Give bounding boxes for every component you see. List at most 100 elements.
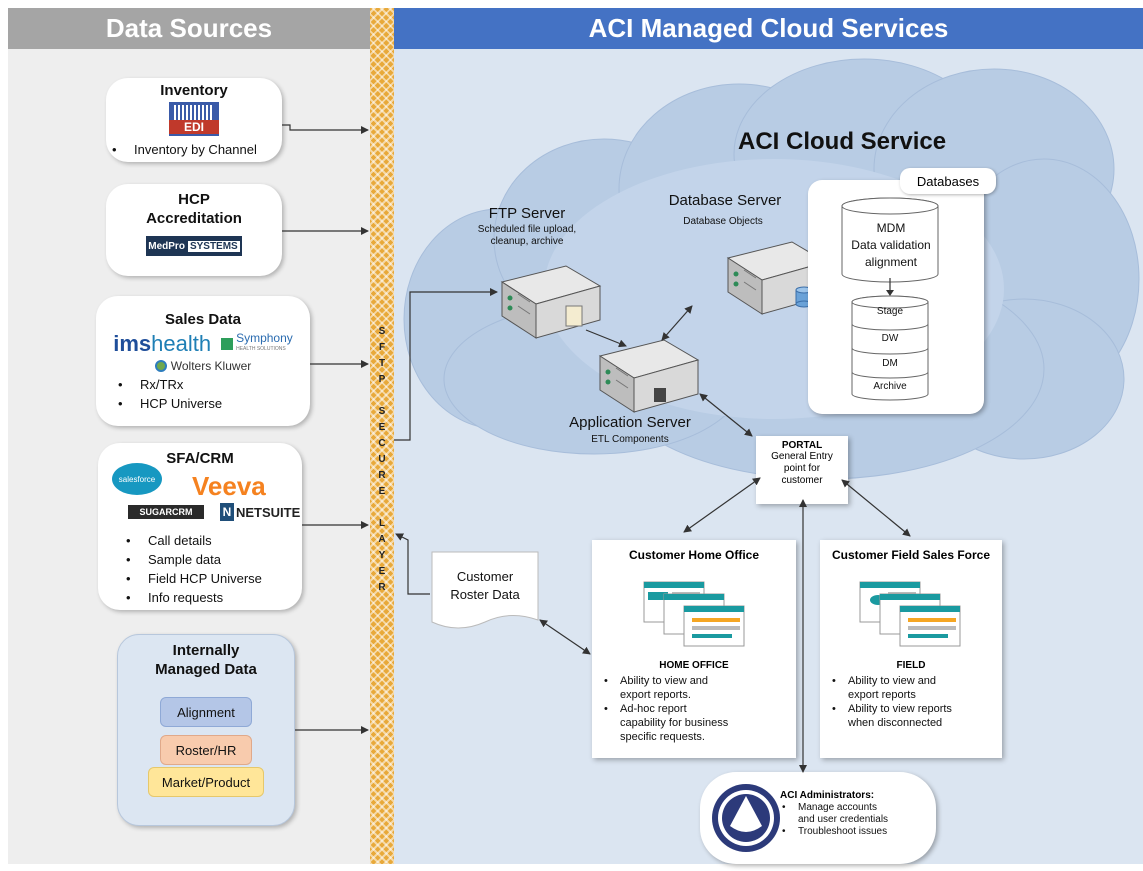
sftp-letter: S (378, 406, 386, 417)
sfa-bullet-2: Sample data (148, 552, 221, 567)
home-bullet-2c: specific requests. (620, 731, 705, 743)
databases-stack (841, 197, 939, 401)
sftp-letter: E (378, 422, 386, 433)
sales-bullet-1: Rx/TRx (140, 377, 184, 392)
sftp-letter: F (378, 342, 386, 353)
sfa-bullet-4: Info requests (148, 590, 224, 605)
sfa-bullet-1: Call details (148, 533, 212, 548)
sftp-letter: L (378, 518, 386, 529)
data-sources-header: Data Sources (8, 8, 370, 49)
ftp-desc-line1: Scheduled file upload, (477, 224, 577, 235)
dashboard-screenshot-icon (643, 581, 745, 647)
portal-line1: General Entry (771, 451, 833, 462)
sftp-letter: R (378, 582, 386, 593)
ftp-server-icon (500, 265, 602, 339)
home-bullet-1b: export reports. (620, 689, 691, 701)
field-bullet-1b: export reports (848, 689, 916, 701)
portal-line2: point for (783, 463, 821, 474)
portal-title: PORTAL (781, 440, 823, 451)
mdm-line3: alignment (864, 255, 918, 269)
roster-line2: Roster Data (450, 587, 520, 602)
sales-bullet-2: HCP Universe (140, 396, 223, 411)
sftp-letter: Y (378, 550, 386, 561)
database-server-desc: Database Objects (683, 216, 763, 227)
dashboard-screenshot-icon-field (859, 581, 961, 647)
db-layer-dw: DW (881, 333, 899, 344)
internally-managed-card: Internally Managed Data Alignment Roster… (117, 634, 295, 826)
application-server-icon (598, 339, 700, 413)
sftp-letter: A (378, 534, 386, 545)
sftp-letter: E (378, 486, 386, 497)
ftp-server-title: FTP Server (488, 205, 566, 222)
sftp-letter: T (378, 358, 386, 369)
sftp-letter: P (378, 374, 386, 385)
sftp-letter: E (378, 566, 386, 577)
sftp-letter: S (378, 326, 386, 337)
home-office-title: Customer Home Office (628, 548, 760, 562)
application-server-title: Application Server (569, 414, 691, 431)
internal-title-line2: Managed Data (155, 661, 257, 678)
admin-bullet-1a: Manage accounts (798, 802, 877, 813)
field-sales-box: Customer Field Sales Force FIELD •Abilit… (820, 540, 1002, 758)
portal-line3: customer (781, 475, 823, 486)
db-layer-dm: DM (882, 358, 898, 369)
home-bullet-2a: Ad-hoc report (620, 703, 687, 715)
field-bullet-2b: when disconnected (848, 717, 943, 729)
customer-roster-document (431, 551, 539, 629)
symphony-sub: HEALTH SOLUTIONS (236, 346, 286, 352)
ims-logo-b: health (151, 331, 212, 356)
home-bullet-1a: Ability to view and (620, 675, 709, 687)
sfa-bullet-3: Field HCP Universe (148, 571, 262, 586)
home-bullet-2b: capability for business (620, 717, 729, 729)
cloud-service-title: ACI Cloud Service (738, 128, 947, 155)
mdm-text: MDM Data validation alignment (842, 220, 940, 271)
sftp-letter: C (378, 438, 386, 449)
medpro-logo-text: MedPro (148, 240, 185, 252)
home-office-box: Customer Home Office HOME OFFICE •Abilit… (592, 540, 796, 758)
internal-title-line1: Internally (172, 642, 240, 659)
ftp-server-desc: Scheduled file upload, cleanup, archive (468, 224, 586, 248)
mdm-line1: MDM (876, 221, 906, 235)
admin-bullet-1b: and user credentials (798, 814, 889, 825)
cloud-services-header: ACI Managed Cloud Services (394, 8, 1143, 49)
wolters-kluwer-logo: Wolters Kluwer (170, 359, 252, 373)
ims-logo-a: ims (113, 331, 152, 356)
sales-title: Sales Data (165, 311, 241, 328)
roster-hr-pill: Roster/HR (160, 735, 252, 765)
portal-box: PORTAL General Entry point for customer (756, 436, 848, 504)
wolters-kluwer-icon (154, 360, 167, 372)
hcp-title-line1: HCP (178, 191, 210, 208)
db-layer-stage: Stage (876, 306, 904, 317)
application-server-desc: ETL Components (591, 434, 669, 445)
salesforce-logo: salesforce (112, 463, 162, 495)
inventory-title: Inventory (160, 82, 228, 99)
ftp-desc-line2: cleanup, archive (490, 236, 564, 247)
mdm-line2: Data validation (851, 238, 931, 252)
sftp-letter: R (378, 470, 386, 481)
roster-line1: Customer (456, 569, 514, 584)
field-sales-title: Customer Field Sales Force (831, 548, 991, 562)
symphony-icon (221, 338, 234, 350)
medpro-systems-text: SYSTEMS (187, 240, 240, 252)
field-bullet-2a: Ability to view reports (848, 703, 952, 715)
field-label: FIELD (896, 660, 926, 671)
hcp-title-line2: Accreditation (146, 210, 242, 227)
edi-logo: EDI (169, 120, 219, 134)
home-office-label: HOME OFFICE (659, 660, 729, 671)
alignment-pill: Alignment (160, 697, 252, 727)
symphony-logo: Symphony (236, 331, 293, 345)
aci-logo-icon (712, 784, 780, 852)
field-bullet-1a: Ability to view and (848, 675, 937, 687)
market-product-pill: Market/Product (148, 767, 264, 797)
sfa-crm-card: SFA/CRM salesforce Veeva SUGARCRM N NETS… (98, 443, 302, 610)
sfa-title: SFA/CRM (166, 450, 234, 467)
barcode-icon: EDI (169, 102, 219, 136)
netsuite-logo: N NETSUITE (220, 503, 300, 521)
inventory-card: Inventory EDI •Inventory by Channel (106, 78, 282, 162)
netsuite-text: NETSUITE (236, 504, 301, 520)
